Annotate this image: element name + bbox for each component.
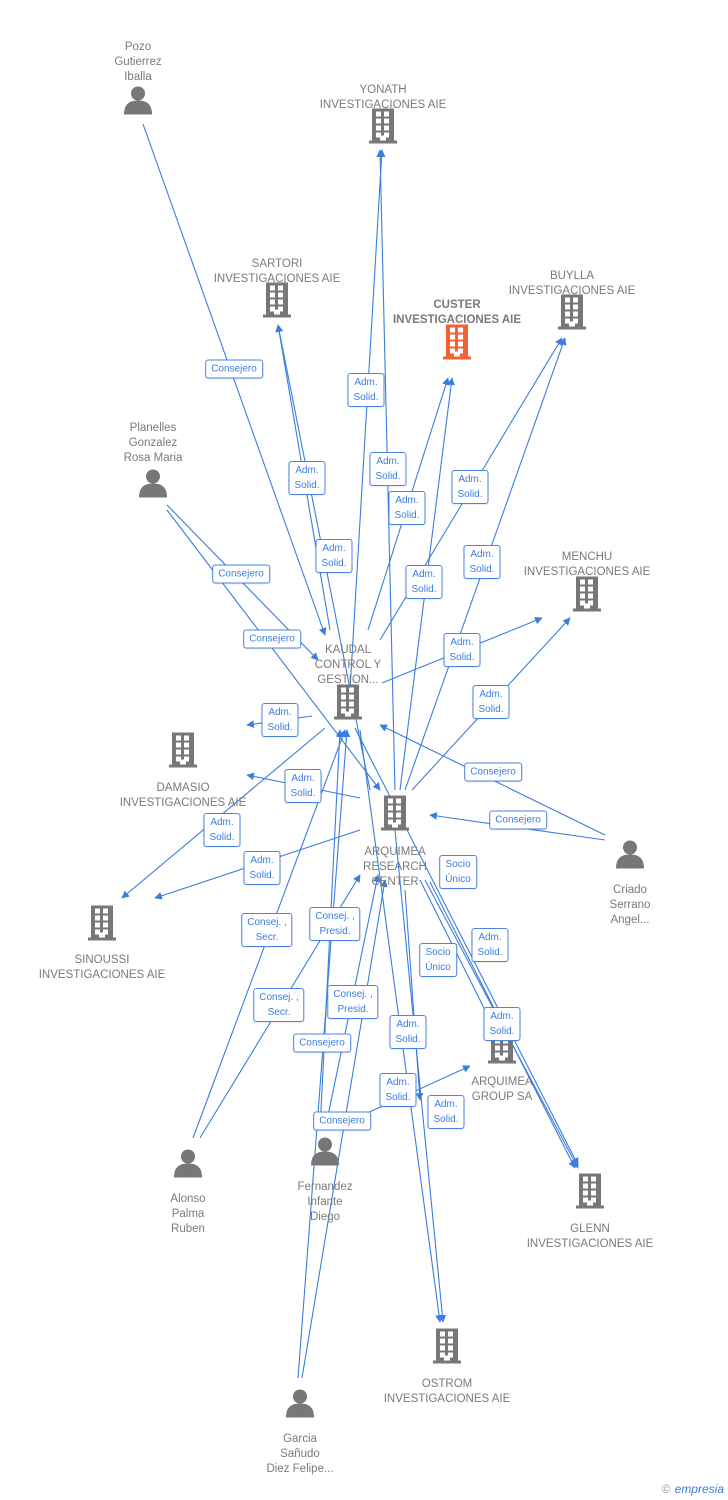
person-icon[interactable]: [285, 1388, 315, 1423]
relationship-edge: [142, 123, 327, 636]
building-icon[interactable]: [432, 1328, 462, 1369]
edge-label[interactable]: Adm. Solid.: [389, 1015, 427, 1049]
building-icon[interactable]: [557, 294, 587, 335]
edge-label[interactable]: Adm. Solid.: [284, 769, 322, 803]
edge-label[interactable]: Adm. Solid.: [388, 491, 426, 525]
edge-label[interactable]: Adm. Solid.: [347, 373, 385, 407]
node-label-planelles[interactable]: Planelles Gonzalez Rosa Maria: [123, 422, 183, 464]
person-icon[interactable]: [615, 839, 645, 874]
building-icon[interactable]: [168, 732, 198, 773]
edge-label[interactable]: Adm. Solid.: [203, 813, 241, 847]
node-label-pozo[interactable]: Pozo Gutierrez Iballa: [114, 41, 162, 83]
edge-label[interactable]: Adm. Solid.: [471, 928, 509, 962]
edge-label[interactable]: Socio Único: [419, 943, 457, 977]
node-label-garcia[interactable]: Garcia Sañudo Diez Felipe...: [266, 1433, 334, 1475]
person-icon[interactable]: [123, 85, 153, 120]
node-label-alonso[interactable]: Alonso Palma Ruben: [170, 1193, 206, 1235]
edge-label[interactable]: Adm. Solid.: [379, 1073, 417, 1107]
building-icon[interactable]: [572, 576, 602, 617]
node-label-menchu[interactable]: MENCHU INVESTIGACIONES AIE: [523, 551, 651, 578]
relationship-edge: [394, 829, 447, 1323]
building-icon[interactable]: [442, 324, 472, 365]
edge-label[interactable]: Consej. , Secr.: [253, 988, 305, 1022]
copyright: ©: [661, 1482, 671, 1496]
person-icon[interactable]: [138, 468, 168, 503]
edge-label[interactable]: Adm. Solid.: [315, 539, 353, 573]
edge-label[interactable]: Consejero: [243, 629, 301, 649]
edge-label[interactable]: Consej. , Presid.: [327, 985, 379, 1019]
brand-logo[interactable]: empresia: [674, 1482, 724, 1496]
node-label-arc[interactable]: ARQUIMEA RESEARCH CENTER: [363, 846, 427, 888]
edge-label[interactable]: Adm. Solid.: [427, 1095, 465, 1129]
relationship-edge: [404, 889, 424, 1101]
footer-brand: ©empresia: [662, 1482, 724, 1496]
edge-label[interactable]: Adm. Solid.: [243, 851, 281, 885]
edge-label[interactable]: Consejero: [489, 810, 547, 830]
edge-label[interactable]: Adm. Solid.: [261, 703, 299, 737]
node-label-fernandez[interactable]: Fernandez Infante Diego: [297, 1181, 353, 1223]
building-icon[interactable]: [262, 282, 292, 323]
edge-label[interactable]: Consej. , Secr.: [241, 913, 293, 947]
building-icon[interactable]: [380, 795, 410, 836]
edge-label[interactable]: Adm. Solid.: [443, 633, 481, 667]
edge-label[interactable]: Consej. , Presid.: [309, 907, 361, 941]
node-label-glenn[interactable]: GLENN INVESTIGACIONES AIE: [526, 1223, 654, 1250]
node-label-criado[interactable]: Criado Serrano Angel...: [609, 884, 651, 926]
building-icon[interactable]: [333, 684, 363, 725]
edge-label[interactable]: Adm. Solid.: [288, 461, 326, 495]
building-icon[interactable]: [575, 1173, 605, 1214]
relationship-edge: [349, 149, 386, 691]
edge-label[interactable]: Adm. Solid.: [405, 565, 443, 599]
node-label-damasio[interactable]: DAMASIO INVESTIGACIONES AIE: [119, 782, 247, 809]
relationship-edge: [297, 729, 351, 1379]
node-label-custer[interactable]: CUSTER INVESTIGACIONES AIE: [392, 299, 522, 326]
edge-label[interactable]: Adm. Solid.: [463, 545, 501, 579]
edge-label[interactable]: Consejero: [293, 1033, 351, 1053]
node-label-sartori[interactable]: SARTORI INVESTIGACIONES AIE: [213, 258, 341, 285]
node-label-kaudal[interactable]: KAUDAL CONTROL Y GESTION...: [314, 644, 382, 686]
node-label-yonath[interactable]: YONATH INVESTIGACIONES AIE: [319, 84, 447, 111]
edge-label[interactable]: Consejero: [205, 359, 263, 379]
edge-label[interactable]: Socio Único: [439, 855, 477, 889]
person-icon[interactable]: [310, 1136, 340, 1171]
edge-label[interactable]: Consejero: [212, 564, 270, 584]
building-icon[interactable]: [368, 108, 398, 149]
building-icon[interactable]: [87, 905, 117, 946]
node-label-buylla[interactable]: BUYLLA INVESTIGACIONES AIE: [508, 270, 636, 297]
relationship-edge: [166, 509, 381, 791]
person-icon[interactable]: [173, 1148, 203, 1183]
edge-label[interactable]: Adm. Solid.: [483, 1007, 521, 1041]
node-label-sinoussi[interactable]: SINOUSSI INVESTIGACIONES AIE: [38, 954, 166, 981]
edge-label[interactable]: Adm. Solid.: [369, 452, 407, 486]
edge-label[interactable]: Consejero: [464, 762, 522, 782]
edge-label[interactable]: Consejero: [313, 1111, 371, 1131]
node-label-ostrom[interactable]: OSTROM INVESTIGACIONES AIE: [383, 1378, 511, 1405]
edge-label[interactable]: Adm. Solid.: [472, 685, 510, 719]
node-label-group[interactable]: ARQUIMEA GROUP SA: [471, 1076, 533, 1103]
edge-label[interactable]: Adm. Solid.: [451, 470, 489, 504]
